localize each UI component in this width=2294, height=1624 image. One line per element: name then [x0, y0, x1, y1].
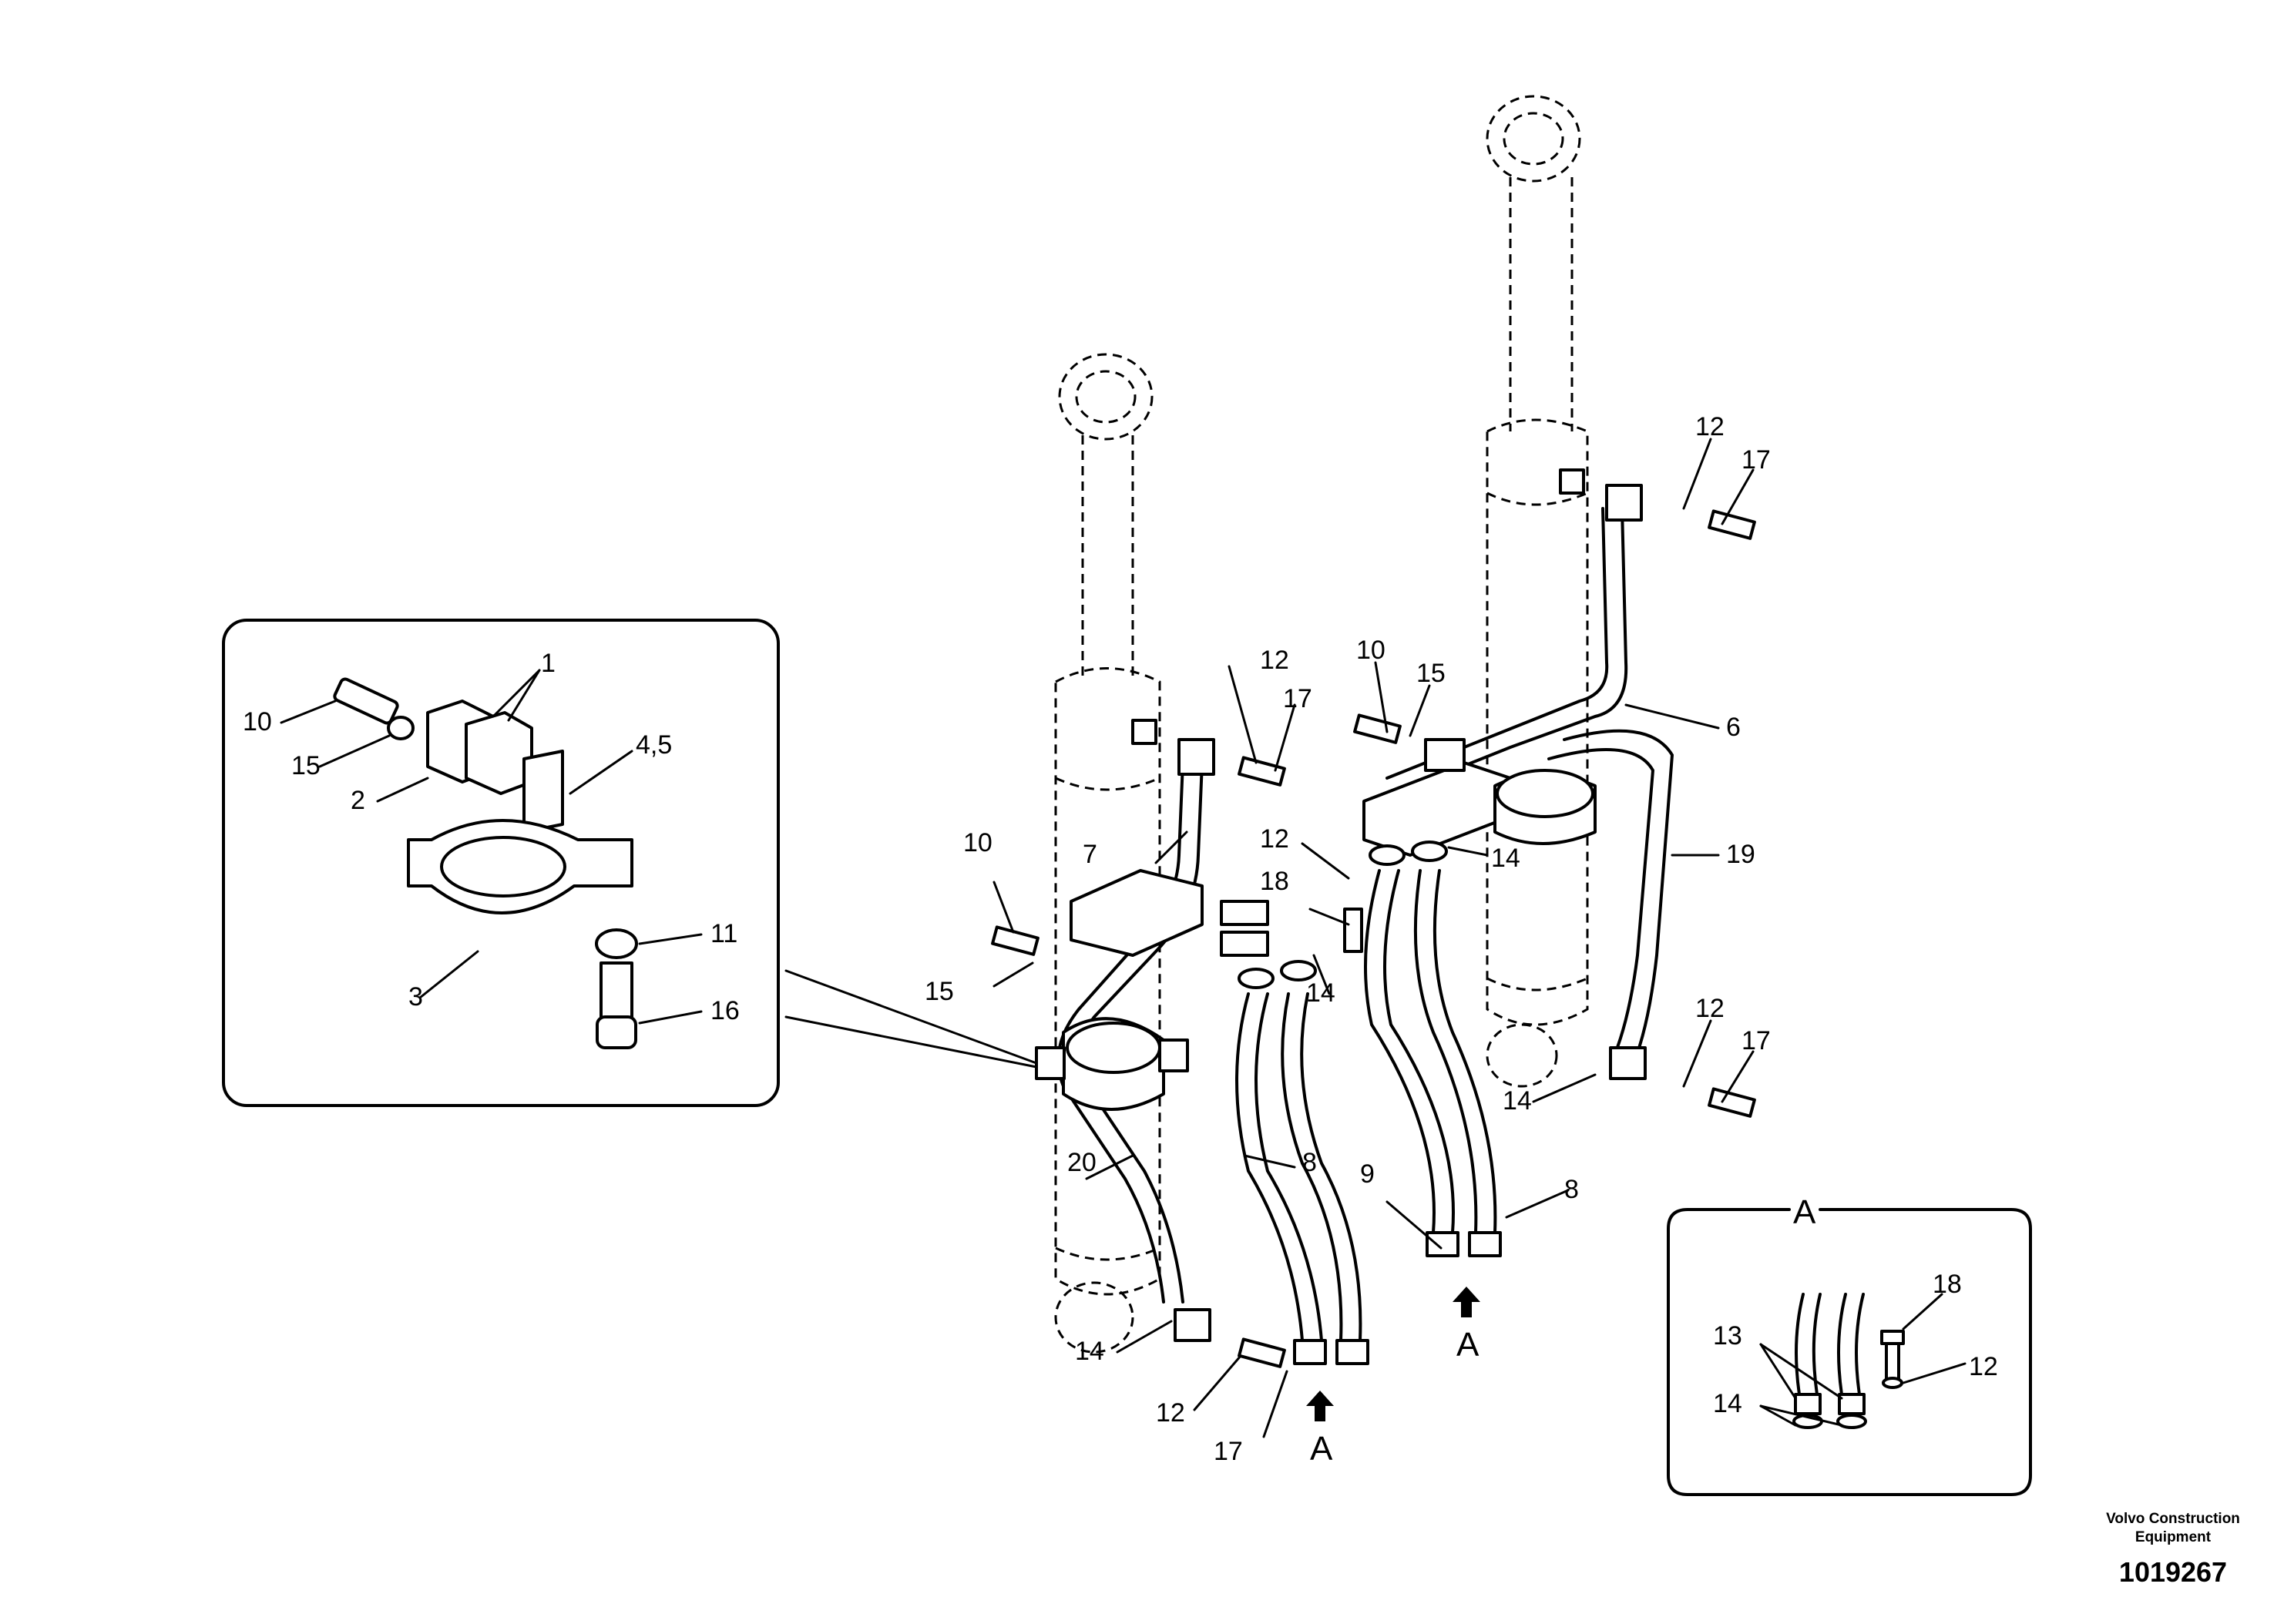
label-detail-18: 18 [1933, 1270, 1962, 1299]
label-inset-10: 10 [243, 707, 272, 737]
detail-a-frame [1667, 1208, 2032, 1496]
label-view-a-right: A [1456, 1326, 1480, 1364]
label-inset-16: 16 [710, 996, 740, 1025]
detail-a [1667, 1208, 2032, 1496]
label-12-bottom: 12 [1156, 1398, 1185, 1428]
centre-clamp-assembly [1035, 869, 1269, 1111]
label-detail-12: 12 [1969, 1352, 1998, 1381]
label-18: 18 [1260, 867, 1289, 896]
pipe-6 [1385, 507, 1628, 795]
label-12-top-centre: 12 [1260, 646, 1289, 675]
label-inset-11: 11 [710, 919, 737, 948]
leader-lines [784, 438, 1755, 1438]
label-inset-1: 1 [541, 649, 556, 678]
label-17-bottom: 17 [1214, 1437, 1243, 1466]
label-14-lower-right: 14 [1503, 1086, 1532, 1116]
label-7: 7 [1083, 840, 1097, 869]
label-17-top-right: 17 [1741, 445, 1771, 475]
label-19: 19 [1726, 840, 1755, 869]
label-detail-14: 14 [1713, 1389, 1742, 1418]
centre-cylinder [1054, 353, 1161, 1354]
pipe-ends [1131, 468, 1647, 1342]
view-arrow-a-right [1453, 1287, 1480, 1317]
part-number-labels: 10 15 1 2 4,5 3 11 16 12 17 7 10 15 12 1… [243, 412, 1998, 1468]
company-name-line1: Volvo Construction [2106, 1511, 2240, 1527]
inset-clamp-detail [222, 619, 780, 1107]
label-inset-2: 2 [351, 786, 365, 815]
label-12-mid: 12 [1260, 824, 1289, 854]
label-17-top-centre: 17 [1283, 684, 1312, 713]
label-9: 9 [1360, 1159, 1375, 1189]
bolts [991, 509, 1756, 1368]
label-14-right: 14 [1491, 844, 1520, 873]
label-15-centre: 15 [925, 977, 954, 1006]
label-10-centre: 10 [963, 828, 992, 857]
label-17-lower-right: 17 [1741, 1026, 1771, 1055]
pipe-19 [1547, 729, 1674, 1065]
right-cylinder [1486, 95, 1589, 1088]
hose-fittings [1238, 841, 1502, 1365]
label-14-centre: 14 [1306, 978, 1335, 1008]
inset-frame [222, 619, 780, 1107]
label-8-right: 8 [1564, 1175, 1579, 1204]
hose-8-left [1235, 992, 1362, 1342]
label-20: 20 [1067, 1148, 1097, 1177]
label-detail-13: 13 [1713, 1321, 1742, 1351]
right-clamp-assembly [1362, 738, 1597, 857]
label-10-right: 10 [1356, 636, 1385, 665]
company-name-line2: Equipment [2134, 1529, 2212, 1545]
label-12-top-right: 12 [1695, 412, 1725, 441]
detail-a-title: A [1793, 1193, 1816, 1231]
hose-8-right [1364, 869, 1497, 1234]
label-14-bottom: 14 [1075, 1337, 1104, 1366]
label-inset-3: 3 [408, 982, 423, 1012]
label-inset-15: 15 [291, 751, 321, 780]
label-6: 6 [1726, 713, 1741, 742]
label-15-right: 15 [1416, 659, 1446, 688]
label-12-lower-right: 12 [1695, 994, 1725, 1023]
view-arrow-a-left [1306, 1391, 1334, 1421]
label-8-left: 8 [1302, 1148, 1317, 1177]
label-inset-4-5: 4,5 [636, 730, 672, 760]
drawing-number: 1019267 [2118, 1556, 2228, 1588]
label-view-a-left: A [1310, 1430, 1333, 1468]
